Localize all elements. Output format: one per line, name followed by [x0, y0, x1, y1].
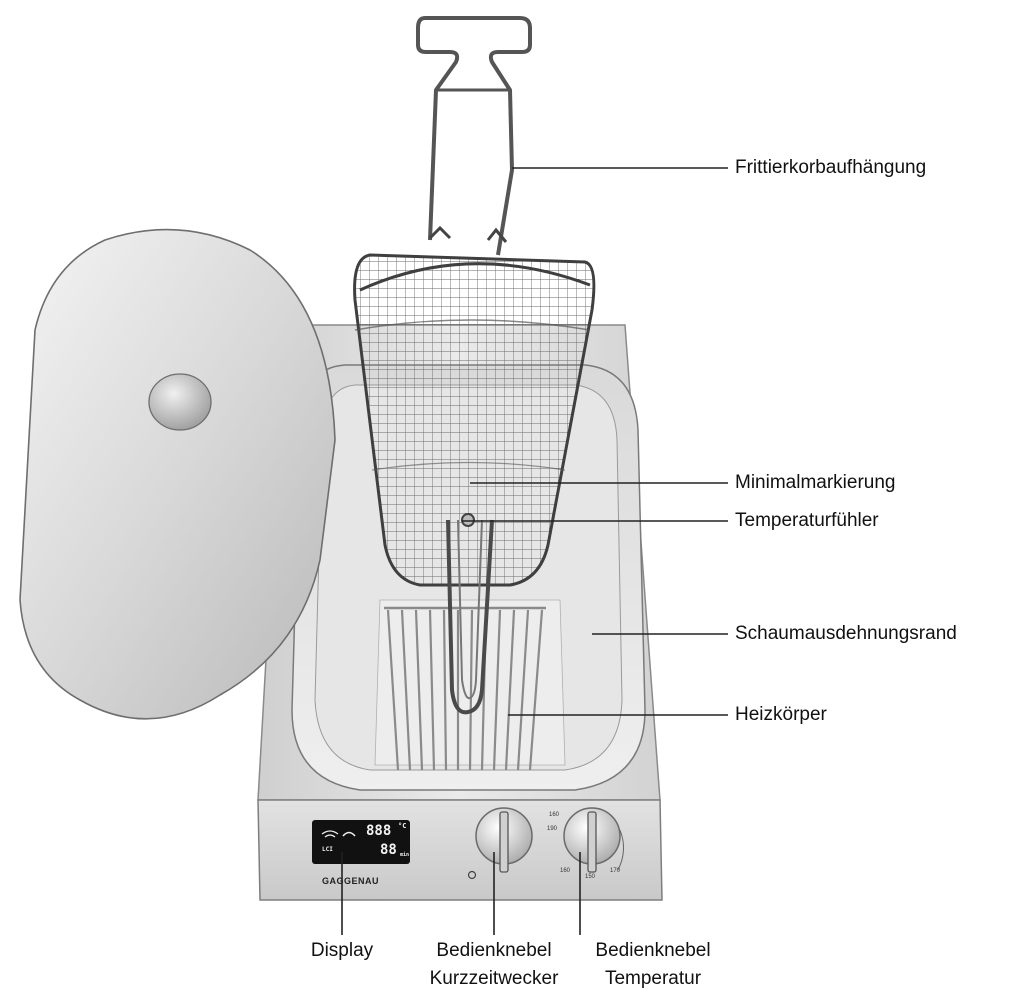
label-min-mark: Minimalmarkierung	[735, 472, 896, 493]
lcd-main-readout: 888	[366, 823, 392, 839]
power-icon	[467, 870, 477, 880]
brand-logo: GAGGENAU	[322, 876, 380, 886]
label-basket-hanger: Frittierkorbaufhängung	[735, 157, 927, 178]
wifi-icon	[321, 830, 339, 838]
knob-temperature[interactable]	[563, 807, 624, 873]
label-knob-temp-line1: Bedienknebel	[595, 940, 711, 961]
scale-tick: 190	[547, 826, 558, 832]
label-foam-rim: Schaumausdehnungsrand	[735, 623, 957, 644]
label-knob-temp-line2: Temperatur	[604, 968, 702, 989]
label-knob-timer-line2: Kurzzeitwecker	[429, 968, 559, 989]
scale-tick: 160	[560, 868, 571, 874]
label-heater: Heizkörper	[735, 704, 827, 725]
display-screen	[312, 820, 410, 864]
leader-lines	[341, 167, 728, 935]
label-knob-timer-line1: Bedienknebel	[436, 940, 552, 961]
lcd-small-unit: min	[400, 852, 410, 858]
knob-timer[interactable]	[467, 807, 533, 880]
fryer-lid	[19, 228, 336, 720]
timer-icon	[342, 831, 356, 837]
label-temp-sensor: Temperaturfühler	[735, 510, 879, 531]
scale-tick: 170	[610, 868, 621, 874]
scale-tick: 150	[585, 874, 596, 880]
basket-front-handle	[446, 513, 494, 715]
fry-basket	[353, 225, 596, 587]
label-display: Display	[310, 940, 374, 961]
lcd-small-readout: 88	[380, 842, 397, 858]
heating-element	[384, 606, 546, 771]
scale-tick: 160	[549, 812, 560, 818]
lcd-main-unit: °C	[398, 822, 407, 830]
lcd-left-label: LCI	[322, 846, 333, 853]
basket-hanger	[416, 16, 532, 256]
